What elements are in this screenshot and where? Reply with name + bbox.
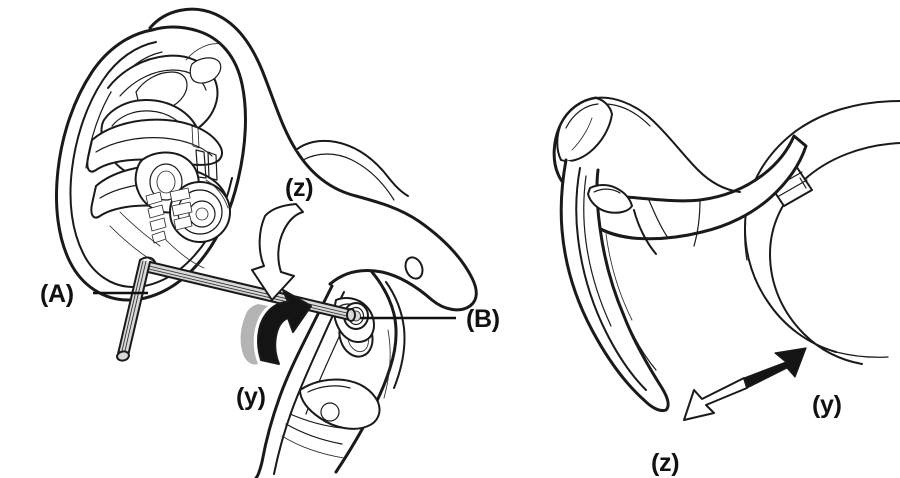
left-panel-illustration: (A) (B) (z) (y) xyxy=(40,7,500,478)
label-y-right: (y) xyxy=(812,391,842,419)
label-z-right: (z) xyxy=(651,449,679,477)
label-b: (B) xyxy=(466,305,500,333)
right-panel-illustration: (y) (z) xyxy=(552,96,900,477)
arrow-z-left xyxy=(251,203,304,301)
label-z-left: (z) xyxy=(285,174,313,202)
arrow-travel-double xyxy=(683,347,807,421)
label-a: (A) xyxy=(40,280,74,308)
brake-lever-blade xyxy=(559,158,670,412)
label-y-left: (y) xyxy=(236,383,266,411)
internal-mechanism xyxy=(86,43,231,269)
arrow-y-left xyxy=(240,289,312,365)
